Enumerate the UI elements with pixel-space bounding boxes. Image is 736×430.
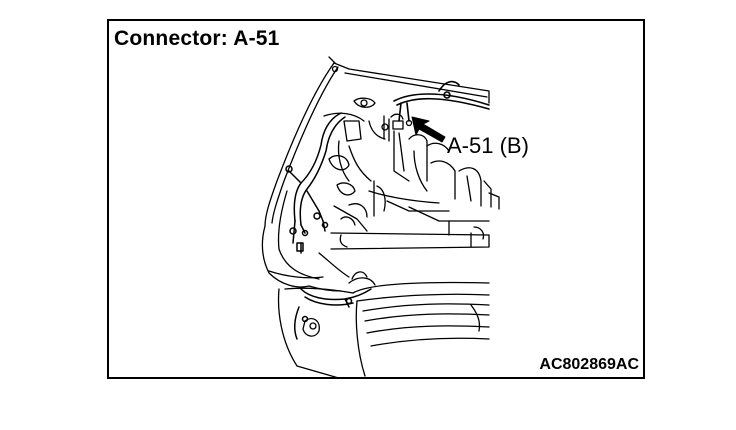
bumper-harness <box>294 288 372 340</box>
figure-id: AC802869AC <box>539 356 639 373</box>
diagram-frame: Connector: A-51 A-51 (B) AC802869AC <box>107 19 645 379</box>
callout-arrow <box>411 116 446 143</box>
engine-components <box>323 97 500 236</box>
front-bumper <box>277 271 490 377</box>
engine-bay-drawing <box>261 56 500 377</box>
connector-callout-label: A-51 (B) <box>447 133 529 158</box>
hood <box>264 56 490 227</box>
radiator-support <box>330 226 490 250</box>
connector-a51 <box>381 113 413 131</box>
upper-harness <box>393 80 490 122</box>
left-harness <box>285 112 346 254</box>
diagram-title: Connector: A-51 <box>114 27 280 50</box>
